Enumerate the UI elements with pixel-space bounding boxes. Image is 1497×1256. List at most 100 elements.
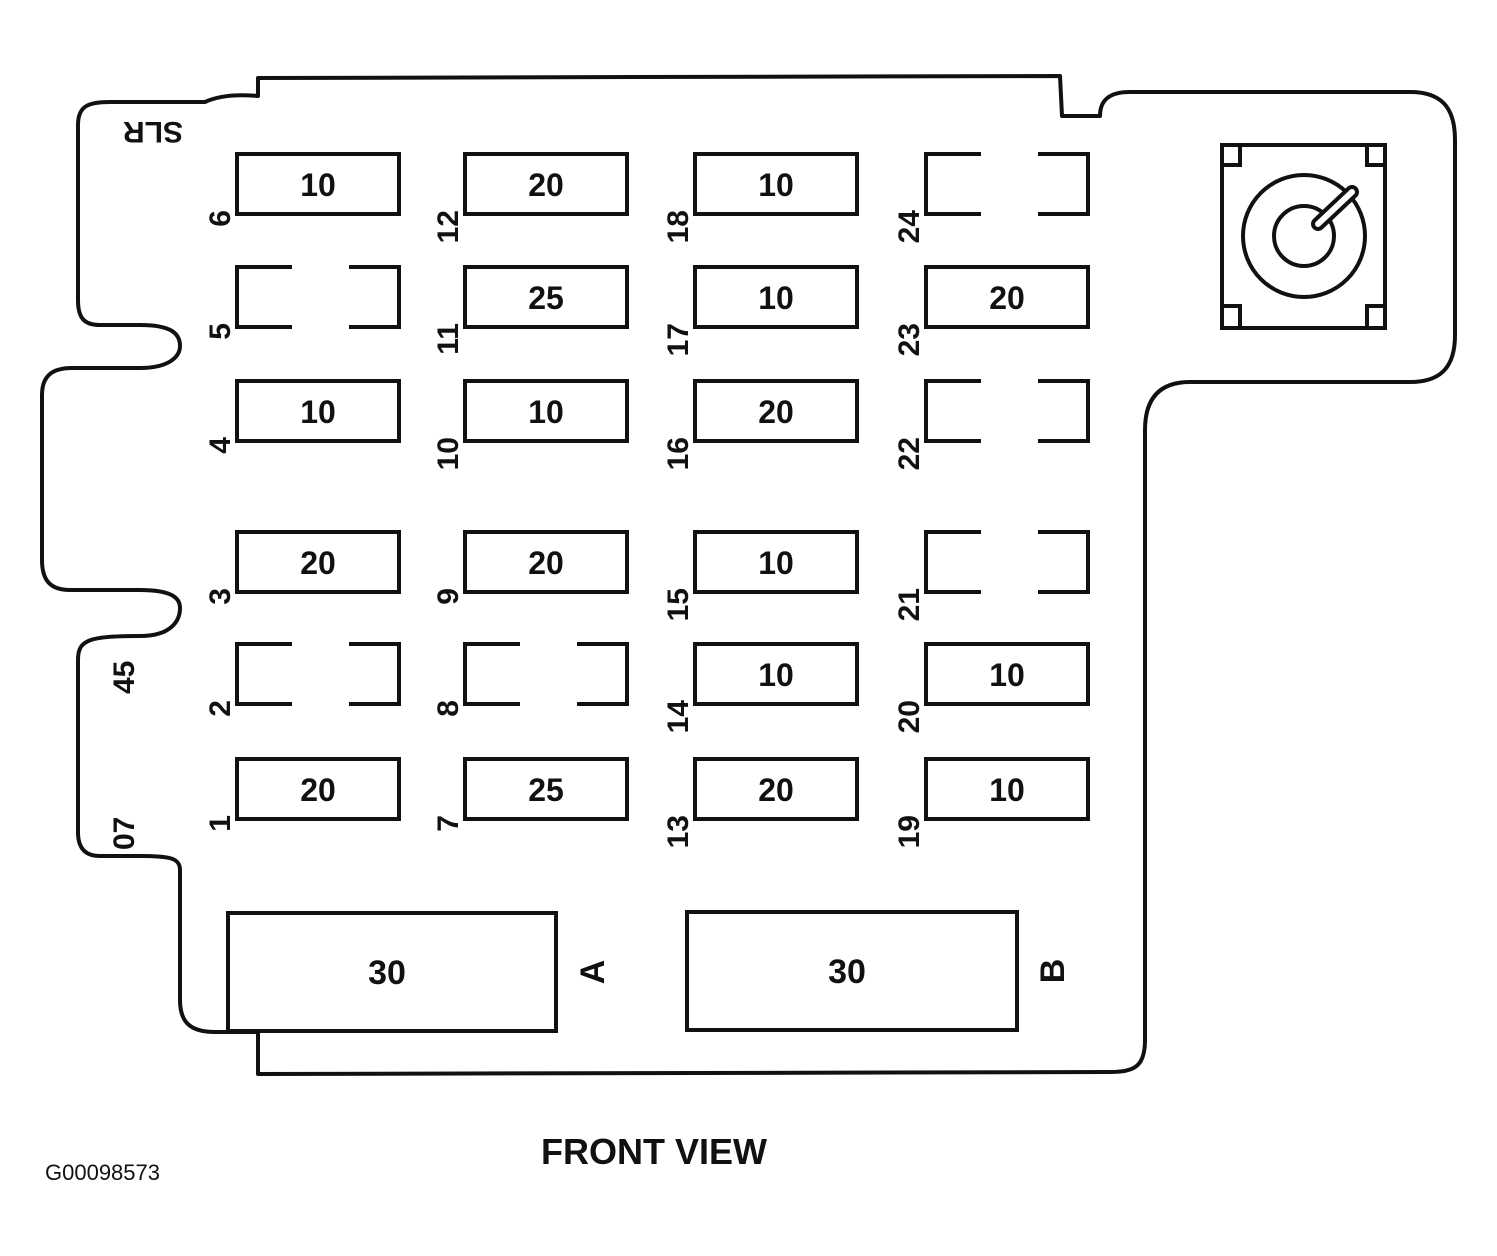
relay-corner: [1365, 143, 1387, 167]
fuse-number-label: 10: [432, 437, 465, 470]
maxi-fuse-letter: B: [1034, 959, 1072, 984]
fuse-body: [463, 265, 629, 329]
fuse-body: [693, 642, 859, 706]
empty-slot-bracket: [1038, 379, 1090, 443]
fuse-amp-label: 20: [989, 280, 1025, 316]
fuse-body: [463, 379, 629, 443]
fuse-body: [235, 379, 401, 443]
relay-corner: [1220, 143, 1242, 167]
fuse-number-label: 1: [204, 815, 237, 832]
fuse-amp-label: 10: [758, 280, 794, 316]
maxi-fuse-letter: A: [574, 960, 612, 985]
figure-code: G00098573: [45, 1160, 160, 1185]
fuse-number-label: 8: [432, 700, 465, 717]
fuse-number-label: 12: [432, 210, 465, 243]
fuse-amp-label: 10: [758, 167, 794, 203]
front-view-caption: FRONT VIEW: [541, 1131, 767, 1172]
fuse-number-label: 17: [662, 323, 695, 356]
fuse-body: [924, 265, 1090, 329]
empty-slot-bracket: [1038, 152, 1090, 216]
fuse-slot-5: 5: [204, 265, 401, 340]
fuse-amp-label: 10: [989, 657, 1025, 693]
fuse-number-label: 15: [662, 588, 695, 621]
fuse-body: [235, 530, 401, 594]
fuse-number-label: 2: [204, 700, 237, 717]
fuse-slot-24: 24: [893, 152, 1090, 244]
relay-hub: [1272, 204, 1336, 268]
empty-slot-bracket: [235, 265, 292, 329]
fuse-slot-2: 2: [204, 642, 401, 717]
fuse-amp-label: 20: [300, 772, 336, 808]
fuse-number-label: 19: [893, 815, 926, 848]
fuse-body: [924, 757, 1090, 821]
edge-label-mid: 45: [108, 661, 141, 694]
fuse-slot-1: 20 1: [204, 757, 401, 832]
empty-slot-bracket: [924, 379, 981, 443]
empty-slot-bracket: [349, 265, 401, 329]
empty-slot-bracket: [235, 642, 292, 706]
fuse-slot-3: 20 3: [204, 530, 401, 605]
fuse-number-label: 24: [893, 210, 926, 244]
fuse-amp-label: 10: [989, 772, 1025, 808]
fuse-amp-label: 20: [528, 545, 564, 581]
fuse-amp-label: 25: [528, 772, 564, 808]
maxi-fuse-group: 30 A 30 B: [226, 910, 1072, 1033]
fuse-body: [693, 757, 859, 821]
fuse-slot-17: 10 17: [662, 265, 859, 356]
fuse-body: [924, 642, 1090, 706]
fuse-slot-11: 25 11: [432, 265, 629, 355]
relay-corner: [1365, 304, 1387, 330]
fuse-amp-label: 10: [758, 545, 794, 581]
fuse-body: [693, 265, 859, 329]
fuse-number-label: 4: [204, 437, 237, 454]
empty-slot-bracket: [1038, 530, 1090, 594]
fuse-slot-4: 104: [204, 379, 401, 454]
fuse-slot-6: 10 6: [204, 152, 401, 227]
empty-slot-bracket: [924, 152, 981, 216]
fuse-number-label: 9: [432, 588, 465, 605]
fuse-number-label: 16: [662, 437, 695, 470]
edge-label-low: 07: [108, 817, 141, 850]
relay-lever-inner: [1315, 189, 1355, 227]
fuse-body: [463, 152, 629, 216]
fuse-body: [235, 152, 401, 216]
empty-slot-bracket: [924, 530, 981, 594]
fuse-body: [693, 379, 859, 443]
fuse-number-label: 6: [204, 210, 237, 227]
fuse-number-label: 13: [662, 815, 695, 848]
fuse-slot-18: 10 18: [662, 152, 859, 243]
fuse-slot-10: 10 10: [432, 379, 629, 470]
fuse-amp-label: 20: [758, 772, 794, 808]
fuse-number-label: 21: [893, 588, 926, 621]
maxi-fuse-body: [685, 910, 1019, 1032]
maxi-fuse-body: [226, 911, 558, 1033]
relay-ring: [1241, 173, 1367, 299]
fuse-slot-15: 10 15: [662, 530, 859, 621]
fuse-amp-label: 10: [758, 657, 794, 693]
relay-corner: [1220, 304, 1242, 330]
fuse-number-label: 5: [204, 323, 237, 340]
fuse-slot-8: 8: [432, 642, 629, 717]
fuse-number-label: 18: [662, 210, 695, 243]
fuse-amp-label: 25: [528, 280, 564, 316]
fuse-amp-label: 20: [300, 545, 336, 581]
fuse-number-label: 3: [204, 588, 237, 605]
fuse-amp-label: 10: [528, 394, 564, 430]
fuse-slot-21: 21: [893, 530, 1090, 621]
relay-body: [1220, 143, 1387, 330]
fuse-slot-19: 10 19: [893, 757, 1090, 848]
empty-slot-bracket: [349, 642, 401, 706]
maxi-fuse-amp-label: 30: [828, 953, 866, 991]
fuse-amp-label: 10: [300, 167, 336, 203]
relay: [1220, 143, 1387, 330]
empty-slot-bracket: [577, 642, 629, 706]
fuse-number-label: 20: [893, 700, 926, 733]
fuse-amp-label: 20: [528, 167, 564, 203]
fuse-number-label: 11: [432, 323, 465, 355]
maxi-fuse-B: 30 B: [685, 910, 1072, 1032]
fuse-number-label: 23: [893, 323, 926, 356]
